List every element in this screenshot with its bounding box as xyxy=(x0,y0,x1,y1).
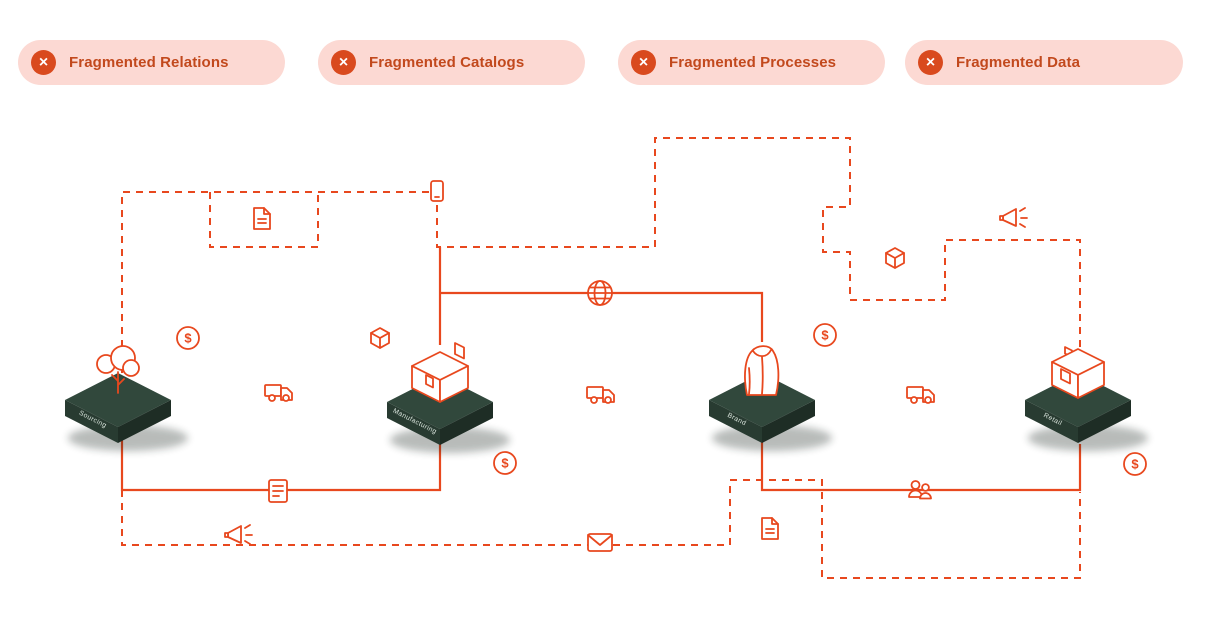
dashed-connector-bottom xyxy=(121,438,1081,579)
solid-connector-top-middle xyxy=(438,247,764,345)
badge-label: Fragmented Relations xyxy=(69,54,229,71)
document-icon xyxy=(253,207,271,230)
x-circle-icon: × xyxy=(918,50,943,75)
truck-icon xyxy=(586,386,615,404)
node-sourcing: Sourcing xyxy=(65,345,188,451)
badge-fragmented-data: × Fragmented Data xyxy=(905,40,1183,85)
x-glyph: × xyxy=(38,53,49,71)
badge-label: Fragmented Catalogs xyxy=(369,54,525,71)
dollar-icon xyxy=(1123,452,1147,476)
phone-icon xyxy=(430,180,444,202)
badge-label: Fragmented Processes xyxy=(669,54,837,71)
x-glyph: × xyxy=(338,53,349,71)
dashed-connector-top-right xyxy=(654,137,1081,348)
x-circle-icon: × xyxy=(331,50,356,75)
package-icon xyxy=(370,327,390,349)
node-brand: Brand xyxy=(709,345,832,451)
dashed-connector-detour xyxy=(209,192,319,248)
cube-icon xyxy=(885,247,905,269)
tree-icon xyxy=(96,345,140,394)
invoice-icon xyxy=(268,479,288,503)
badge-label: Fragmented Data xyxy=(956,54,1081,71)
globe-icon xyxy=(587,280,613,306)
node-retail: Retail xyxy=(1025,346,1148,451)
jacket-icon xyxy=(744,345,780,396)
truck-icon xyxy=(906,386,935,404)
truck-icon xyxy=(264,384,293,402)
dollar-icon xyxy=(493,451,517,475)
x-glyph: × xyxy=(925,53,936,71)
dollar-icon xyxy=(813,323,837,347)
document-icon xyxy=(761,517,779,540)
x-circle-icon: × xyxy=(631,50,656,75)
badge-fragmented-processes: × Fragmented Processes xyxy=(618,40,885,85)
dollar-icon xyxy=(176,326,200,350)
store-icon xyxy=(1051,346,1105,399)
x-glyph: × xyxy=(638,53,649,71)
factory-icon xyxy=(411,342,469,403)
envelope-icon xyxy=(587,533,613,552)
dashed-connector-mid-top xyxy=(436,192,655,248)
badge-fragmented-catalogs: × Fragmented Catalogs xyxy=(318,40,585,85)
solid-connector-bottom-right xyxy=(760,441,1082,492)
dashed-connector-top-left xyxy=(121,191,437,386)
x-circle-icon: × xyxy=(31,50,56,75)
badge-fragmented-relations: × Fragmented Relations xyxy=(18,40,285,85)
megaphone-icon xyxy=(224,524,253,545)
megaphone-icon xyxy=(999,207,1028,228)
node-manufacturing: Manufacturing xyxy=(387,342,510,453)
